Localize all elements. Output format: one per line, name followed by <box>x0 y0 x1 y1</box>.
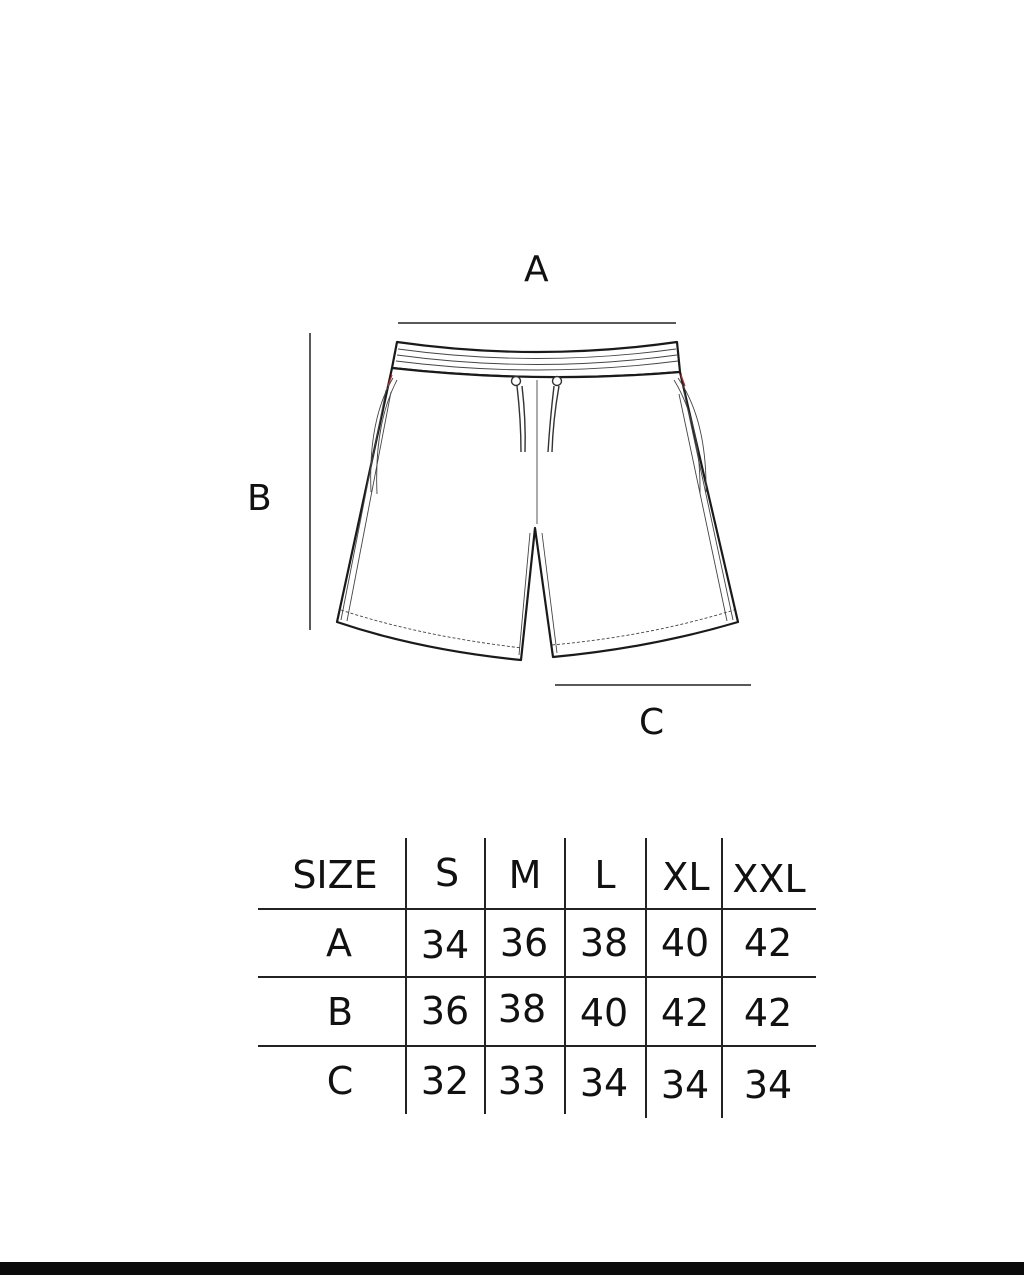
bottom-bar <box>0 1262 1024 1275</box>
table-header-l: L <box>594 853 616 897</box>
table-divider <box>258 908 816 910</box>
table-cell: 40 <box>579 991 629 1035</box>
table-cell: 36 <box>499 921 549 965</box>
table-header-s: S <box>434 851 460 895</box>
table-cell: 42 <box>660 991 710 1035</box>
table-divider <box>564 838 566 1114</box>
table-header-xxl: XXL <box>732 857 806 901</box>
table-cell: 38 <box>579 921 629 965</box>
shorts-outline <box>335 340 740 662</box>
table-cell: 42 <box>743 921 793 965</box>
table-cell: 34 <box>420 923 470 967</box>
table-row-label-c: C <box>326 1059 354 1103</box>
table-cell: 33 <box>497 1059 547 1103</box>
dimension-label-b: B <box>247 478 272 519</box>
table-divider <box>258 976 816 978</box>
table-divider <box>645 838 647 1118</box>
table-cell: 42 <box>743 991 793 1035</box>
table-header-m: M <box>508 853 542 897</box>
pocket-accents <box>387 374 686 387</box>
table-divider <box>405 838 407 1114</box>
table-cell: 34 <box>660 1063 710 1107</box>
table-cell: 40 <box>660 921 710 965</box>
table-cell: 32 <box>420 1059 470 1103</box>
table-cell: 38 <box>497 987 547 1031</box>
size-chart-table: SIZE S M L XL XXL A 34 36 38 40 42 B 36 … <box>258 838 816 1118</box>
table-cell: 34 <box>743 1063 793 1107</box>
shorts-diagram: A B C <box>247 249 751 743</box>
table-cell: 36 <box>420 989 470 1033</box>
table-divider <box>721 838 723 1118</box>
drawstring <box>510 375 563 453</box>
table-header-xl: XL <box>662 855 710 899</box>
table-cell: 34 <box>579 1061 629 1105</box>
table-divider <box>258 1045 816 1047</box>
table-row-label-b: B <box>326 990 354 1034</box>
dimension-label-a: A <box>524 249 549 290</box>
table-header-size: SIZE <box>292 853 378 897</box>
table-row-label-a: A <box>326 921 352 965</box>
shorts-sketch <box>309 322 751 686</box>
table-divider <box>484 838 486 1114</box>
shorts-details <box>340 348 735 656</box>
dimension-label-c: C <box>639 702 665 743</box>
